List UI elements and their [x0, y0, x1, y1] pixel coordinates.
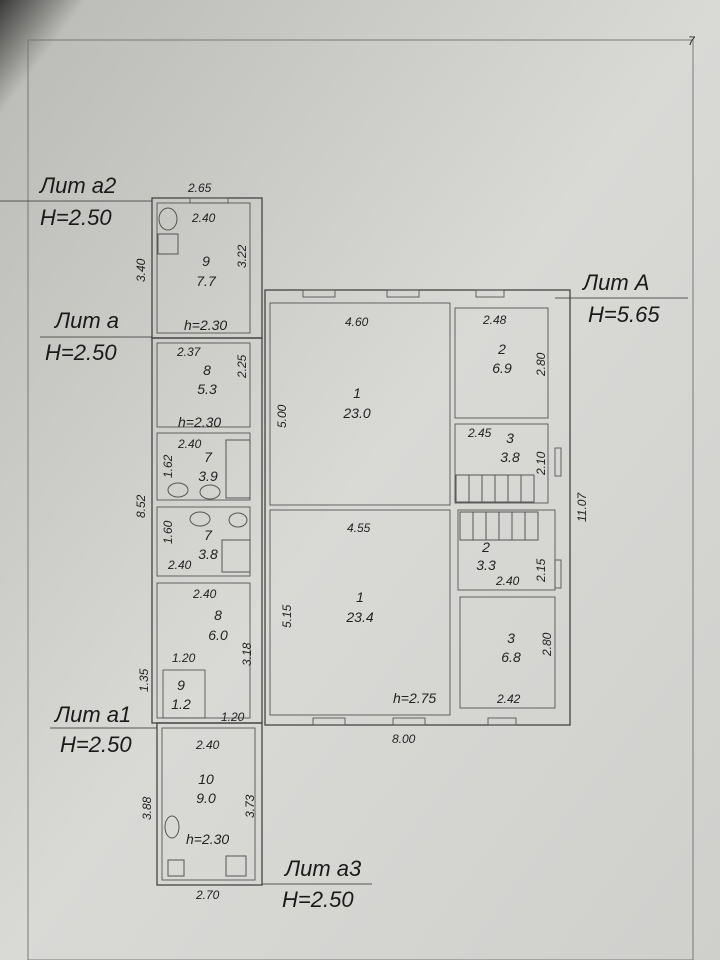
dimension: 3.88 [140, 796, 154, 820]
lit-a1-height: H=2.50 [60, 732, 132, 757]
shower-icon [221, 539, 251, 573]
bathtub-icon [225, 439, 251, 499]
dimension: 5.00 [275, 404, 289, 428]
dimension: 4.60 [345, 315, 369, 329]
room-area: 9.0 [196, 790, 216, 806]
ceiling-height: h=2.30 [184, 317, 227, 333]
toilet-icon [167, 482, 189, 498]
boiler-icon [167, 859, 185, 877]
dimension: 5.15 [280, 604, 294, 628]
room-area: 1.2 [171, 696, 191, 712]
sink-icon [189, 511, 211, 527]
dimension: 2.80 [540, 632, 554, 657]
dimension: 2.40 [192, 587, 217, 601]
stove-icon [157, 233, 179, 255]
dimension: 3.18 [240, 642, 254, 666]
section-labels: Лит а2 H=2.50 Лит а H=2.50 Лит А H=5.65 … [0, 173, 688, 912]
room-area: 3.8 [500, 449, 520, 465]
room-area: 23.0 [342, 405, 370, 421]
walls [151, 197, 571, 886]
dimension: 2.45 [467, 426, 492, 440]
dimension: 2.15 [534, 558, 548, 583]
dimension: 2.25 [235, 354, 249, 379]
room-area: 23.4 [345, 609, 373, 625]
room-number: 7 [204, 527, 213, 543]
ceiling-heights: h=2.30 h=2.30 h=2.75 h=2.30 [178, 317, 436, 847]
dimension: 2.37 [176, 345, 202, 359]
lit-a1-label: Лит а1 [53, 702, 131, 727]
room-area: 6.8 [501, 649, 521, 665]
dimension: 8.00 [392, 732, 416, 746]
room-number: 1 [356, 589, 364, 605]
fixtures [157, 207, 251, 877]
page-number: 7 [688, 34, 696, 48]
room-number: 2 [481, 539, 490, 555]
ceiling-height: h=2.30 [178, 414, 221, 430]
dimension: 3.73 [243, 794, 257, 818]
toilet-icon [228, 512, 248, 528]
room-number: 1 [353, 385, 361, 401]
dimension: 1.20 [172, 651, 196, 665]
dimension: 3.40 [134, 258, 148, 282]
dimension: 2.40 [167, 558, 192, 572]
room-number: 9 [177, 677, 185, 693]
dimension: 2.40 [191, 211, 216, 225]
lit-a3-height: H=2.50 [282, 887, 354, 912]
room-number: 10 [198, 771, 214, 787]
stairs [455, 474, 539, 541]
page-border [27, 39, 694, 960]
dimension: 2.40 [495, 574, 520, 588]
lit-a3-label: Лит а3 [283, 856, 362, 881]
room-number: 3 [506, 430, 514, 446]
room-labels: 9 7.7 8 5.3 7 3.9 7 3.8 8 6.0 9 1.2 10 9… [171, 253, 521, 806]
room-area: 7.7 [196, 273, 217, 289]
dimension: 1.35 [137, 668, 151, 692]
lit-A-label: Лит А [581, 270, 649, 295]
sink-icon [199, 484, 221, 500]
dimension: 8.52 [134, 494, 148, 518]
dimension: 2.10 [534, 451, 548, 476]
toilet-icon [164, 815, 180, 839]
dimension: 2.40 [177, 437, 202, 451]
room-number: 3 [507, 630, 515, 646]
room-area: 3.3 [476, 557, 496, 573]
room-number: 8 [214, 607, 222, 623]
lit-a-height: H=2.50 [45, 340, 117, 365]
room-number: 9 [202, 253, 210, 269]
dimension: 1.62 [161, 454, 175, 478]
stove-icon [225, 855, 247, 877]
dimension: 2.42 [496, 692, 521, 706]
dimension: 2.80 [534, 352, 548, 377]
lit-a2-label: Лит а2 [38, 173, 116, 198]
ceiling-height: h=2.75 [393, 690, 436, 706]
room-area: 5.3 [197, 381, 217, 397]
dimension: 1.20 [221, 710, 245, 724]
room-area: 6.0 [208, 627, 228, 643]
dimensions: 2.65 2.40 3.40 3.22 2.37 2.25 5.00 2.40 … [134, 181, 589, 902]
dimension: 3.22 [235, 244, 249, 268]
room-area: 6.9 [492, 360, 512, 376]
dimension: 2.65 [187, 181, 212, 195]
room-number: 2 [497, 341, 506, 357]
room-number: 8 [203, 362, 211, 378]
room-area: 3.8 [198, 546, 218, 562]
dimension: 1.60 [161, 520, 175, 544]
lit-a2-height: H=2.50 [40, 205, 112, 230]
dimension: 11.07 [575, 492, 589, 522]
lit-A-height: H=5.65 [588, 302, 660, 327]
dimension: 2.70 [195, 888, 220, 902]
room-area: 3.9 [198, 468, 218, 484]
dimension: 2.40 [195, 738, 220, 752]
dimension: 4.55 [347, 521, 371, 535]
room-number: 7 [204, 449, 213, 465]
sink-icon [158, 207, 178, 231]
ceiling-height: h=2.30 [186, 831, 229, 847]
lit-a-label: Лит а [53, 308, 119, 333]
dimension: 2.48 [482, 313, 507, 327]
